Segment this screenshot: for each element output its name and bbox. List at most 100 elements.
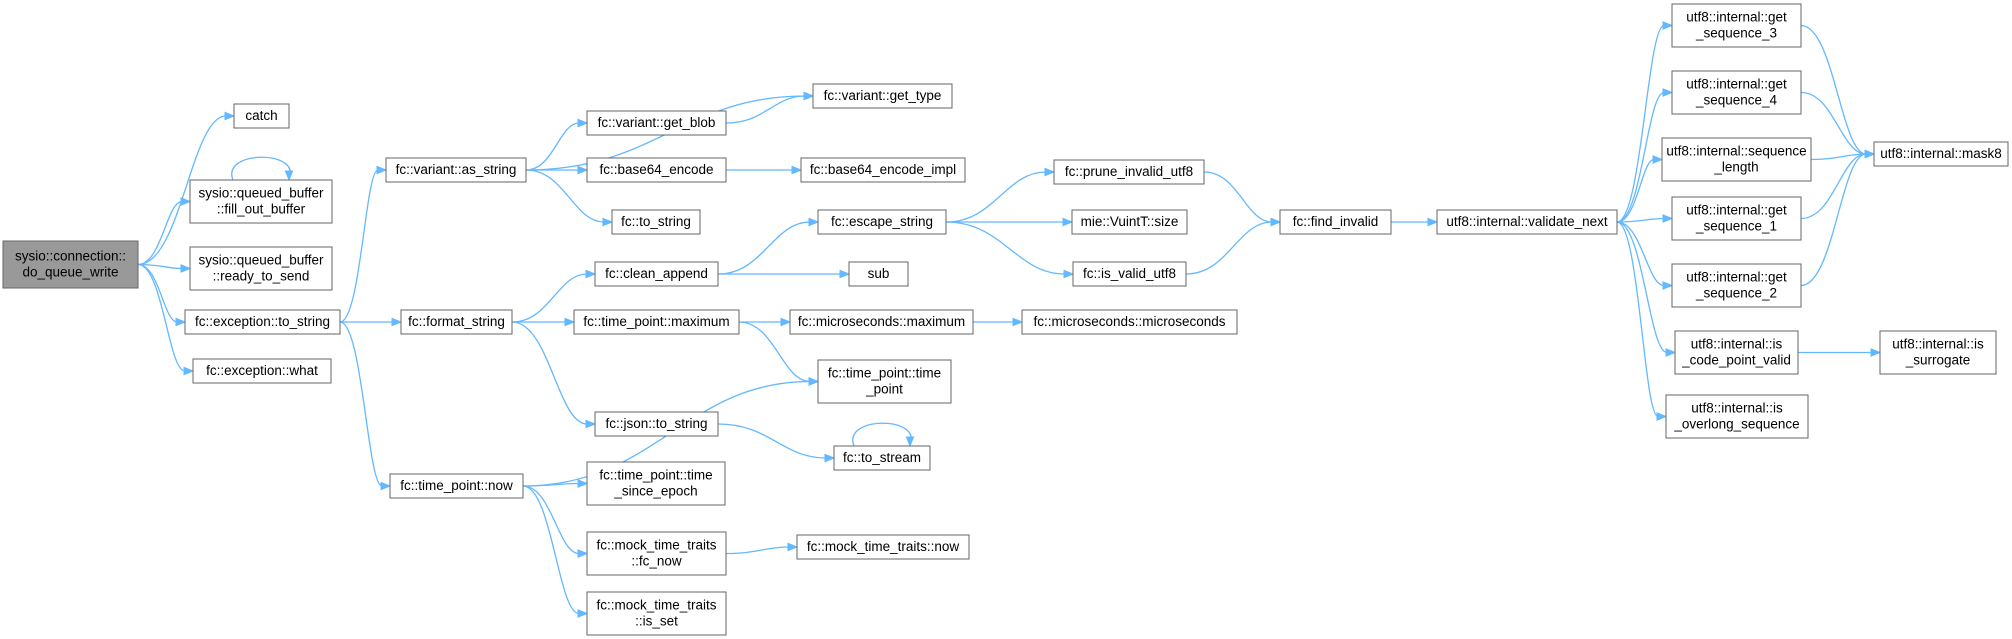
node-label: ::ready_to_send xyxy=(213,269,310,284)
node-label: fc::variant::get_blob xyxy=(598,115,716,130)
node-is-surrogate[interactable]: utf8::internal::is_surrogate xyxy=(1879,330,1997,375)
node-label: utf8::internal::get xyxy=(1686,77,1787,92)
node-box xyxy=(833,445,931,471)
node-variant-as-string[interactable]: fc::variant::as_string xyxy=(385,157,527,183)
node-get-seq-1[interactable]: utf8::internal::get_sequence_1 xyxy=(1671,196,1802,241)
node-box xyxy=(385,157,527,183)
node-to-stream[interactable]: fc::to_stream xyxy=(833,445,931,471)
node-tp-now[interactable]: fc::time_point::now xyxy=(389,473,524,499)
node-validate-next[interactable]: utf8::internal::validate_next xyxy=(1436,209,1618,235)
node-get-seq-2[interactable]: utf8::internal::get_sequence_2 xyxy=(1671,263,1802,308)
node-b64-impl[interactable]: fc::base64_encode_impl xyxy=(800,157,966,183)
edge-line xyxy=(1616,24,1665,223)
node-clean-append[interactable]: fc::clean_append xyxy=(594,261,719,287)
node-box xyxy=(189,179,333,224)
node-b64[interactable]: fc::base64_encode xyxy=(586,157,727,183)
arrowhead xyxy=(180,264,192,273)
edge-get_seq_3-to-mask8 xyxy=(1800,24,1876,159)
edge-line xyxy=(1800,24,1867,155)
node-box xyxy=(586,157,727,183)
node-format-string[interactable]: fc::format_string xyxy=(400,309,513,335)
node-catch[interactable]: catch xyxy=(233,103,290,129)
node-get-seq-3[interactable]: utf8::internal::get_sequence_3 xyxy=(1671,3,1802,48)
node-is-code-point-valid[interactable]: utf8::internal::is_code_point_valid xyxy=(1674,330,1799,375)
arrowhead xyxy=(602,217,614,227)
node-escape-string[interactable]: fc::escape_string xyxy=(817,209,947,235)
arrowhead xyxy=(585,269,597,279)
arrowhead xyxy=(180,197,192,206)
node-is-valid-utf8[interactable]: fc::is_valid_utf8 xyxy=(1072,261,1187,287)
node-label: fc::time_point::now xyxy=(400,478,513,493)
node-mock-now[interactable]: fc::mock_time_traits::now xyxy=(796,534,970,560)
edge-escape_string-to-vuint_size xyxy=(946,217,1074,227)
edge-line xyxy=(137,200,183,266)
node-us-max[interactable]: fc::microseconds::maximum xyxy=(789,309,974,335)
edge-validate_next-to-seq_length xyxy=(1616,155,1664,223)
arrowhead xyxy=(1870,348,1882,357)
edge-line xyxy=(522,485,580,615)
node-do-queue-write[interactable]: sysio::connection::do_queue_write xyxy=(2,240,139,289)
node-get-type[interactable]: fc::variant::get_type xyxy=(812,83,953,109)
node-mock-fc-now[interactable]: fc::mock_time_traits::fc_now xyxy=(586,531,727,576)
node-label: catch xyxy=(245,108,277,123)
arrowhead xyxy=(1662,214,1674,223)
node-box xyxy=(812,83,953,109)
edge-line xyxy=(231,156,291,181)
node-label: utf8::internal::sequence xyxy=(1666,144,1806,159)
node-vuint-size[interactable]: mie::VuintT::size xyxy=(1071,209,1188,235)
arrowhead xyxy=(577,165,589,175)
edge-line xyxy=(725,546,790,555)
node-prune-invalid[interactable]: fc::prune_invalid_utf8 xyxy=(1053,159,1205,185)
node-find-invalid[interactable]: fc::find_invalid xyxy=(1279,209,1392,235)
node-box xyxy=(1071,209,1188,235)
node-time-since-epoch[interactable]: fc::time_point::time_since_epoch xyxy=(586,461,726,506)
node-mask8[interactable]: utf8::internal::mask8 xyxy=(1873,141,2009,167)
node-label: sysio::queued_buffer xyxy=(198,253,324,268)
arrowhead xyxy=(183,366,195,376)
edge-get_seq_1-to-mask8 xyxy=(1800,149,1876,220)
node-box xyxy=(389,473,524,499)
node-us-ctor[interactable]: fc::microseconds::microseconds xyxy=(1021,309,1238,335)
node-to-string[interactable]: fc::to_string xyxy=(611,209,701,235)
arrowhead xyxy=(839,269,851,279)
node-exc-to-string[interactable]: fc::exception::to_string xyxy=(184,309,341,335)
node-fill-out-buffer[interactable]: sysio::queued_buffer::fill_out_buffer xyxy=(189,179,333,224)
arrowhead xyxy=(564,317,576,327)
edge-line xyxy=(522,485,580,555)
edge-clean_append-to-escape_string xyxy=(717,217,820,275)
node-box xyxy=(184,309,341,335)
edge-line xyxy=(738,321,811,383)
edge-line xyxy=(339,169,379,323)
node-box xyxy=(1661,137,1812,182)
edge-variant_as_string-to-get_blob xyxy=(525,118,589,171)
edge-validate_next-to-is_overlong xyxy=(1616,221,1668,421)
edge-line xyxy=(945,221,1066,275)
edge-line xyxy=(1616,221,1659,418)
edge-line xyxy=(137,115,227,266)
edge-line xyxy=(137,263,183,270)
node-label: fc::mock_time_traits xyxy=(596,538,716,553)
arrowhead xyxy=(1665,348,1677,357)
node-mock-is-set[interactable]: fc::mock_time_traits::is_set xyxy=(586,591,727,636)
node-label: _sequence_2 xyxy=(1695,286,1777,301)
node-label: _point xyxy=(865,382,903,397)
node-get-seq-4[interactable]: utf8::internal::get_sequence_4 xyxy=(1671,70,1802,115)
edge-tp_max-to-us_max xyxy=(739,317,792,327)
node-is-overlong[interactable]: utf8::internal::is_overlong_sequence xyxy=(1665,394,1809,439)
node-label: fc::find_invalid xyxy=(1293,214,1379,229)
node-json-to-string[interactable]: fc::json::to_string xyxy=(594,411,719,437)
node-ready-to-send[interactable]: sysio::queued_buffer::ready_to_send xyxy=(189,246,333,291)
edge-escape_string-to-is_valid_utf8 xyxy=(945,221,1075,279)
node-tp-max[interactable]: fc::time_point::maximum xyxy=(573,309,740,335)
node-tp-ctor[interactable]: fc::time_point::time_point xyxy=(817,359,952,404)
node-label: fc::escape_string xyxy=(831,214,933,229)
node-get-blob[interactable]: fc::variant::get_blob xyxy=(586,110,727,136)
arrowhead xyxy=(391,317,403,327)
node-seq-length[interactable]: utf8::internal::sequence_length xyxy=(1661,137,1812,182)
edge-fill_out_buffer-to-fill_out_buffer xyxy=(231,156,294,182)
edge-tp_now-to-time_since_epoch xyxy=(522,479,589,488)
node-sub[interactable]: sub xyxy=(848,261,909,287)
node-label: fc::base64_encode_impl xyxy=(810,162,956,177)
edge-line xyxy=(725,95,806,124)
node-exc-what[interactable]: fc::exception::what xyxy=(192,358,332,384)
